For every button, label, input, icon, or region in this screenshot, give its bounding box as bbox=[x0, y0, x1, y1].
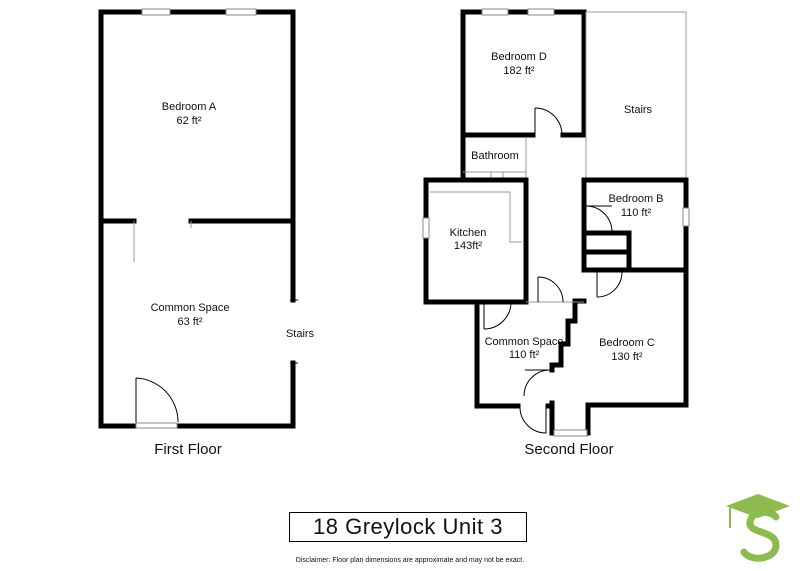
room-area-common-space-second: 110 ft² bbox=[509, 349, 540, 361]
common-space-wall-left bbox=[474, 299, 521, 409]
vanity-icon bbox=[505, 171, 527, 180]
room-area-bedroom-d: 182 ft² bbox=[503, 65, 535, 77]
disclaimer-text: Disclaimer: Floor plan dimensions are ap… bbox=[295, 557, 525, 564]
room-name-stairs-second: Stairs bbox=[624, 104, 653, 116]
room-name-common-space: Common Space bbox=[151, 302, 230, 314]
second-floor-label: Second Floor bbox=[524, 441, 613, 458]
room-area-kitchen: 143ft² bbox=[454, 240, 482, 252]
door-threshold bbox=[135, 422, 178, 429]
window bbox=[481, 8, 509, 16]
kitchen-door-swing bbox=[483, 301, 512, 330]
first-floor-plan: Bedroom A 62 ft² Common Space 63 ft² Sta… bbox=[98, 8, 315, 458]
bedroom-c-walls bbox=[549, 267, 689, 436]
second-floor-plan: Bedroom D 182 ft² Stairs Bathroom Bedroo… bbox=[422, 8, 690, 458]
first-floor-wall-left bbox=[98, 9, 136, 429]
window bbox=[141, 8, 171, 16]
first-floor-wall-bottom bbox=[174, 360, 296, 429]
plan-title: 18 Greylock Unit 3 bbox=[289, 512, 527, 542]
room-name-bathroom: Bathroom bbox=[471, 150, 519, 162]
window bbox=[225, 8, 257, 16]
room-name-bedroom-a: Bedroom A bbox=[162, 101, 217, 113]
room-area-common-space: 63 ft² bbox=[177, 316, 202, 328]
bedroom-c-door-swing bbox=[596, 271, 623, 298]
room-name-bedroom-d: Bedroom D bbox=[491, 51, 547, 63]
first-floor-label: First Floor bbox=[154, 441, 222, 458]
entry-door-swing-second bbox=[519, 407, 547, 434]
kitchen-counter-line bbox=[430, 191, 522, 243]
bedroom-b-walls bbox=[581, 177, 689, 273]
window bbox=[553, 429, 588, 437]
s-letter-icon bbox=[740, 508, 780, 562]
common-space-door-swing bbox=[523, 369, 551, 397]
company-logo bbox=[726, 494, 790, 562]
bedroom-d-walls bbox=[460, 9, 587, 138]
stairs-outline bbox=[586, 11, 687, 180]
bedroom-d-door-swing bbox=[534, 107, 563, 136]
window bbox=[422, 217, 430, 239]
hallway-door-swing bbox=[537, 276, 564, 303]
room-area-bedroom-b: 110 ft² bbox=[621, 207, 652, 219]
room-name-bedroom-b: Bedroom B bbox=[608, 193, 663, 205]
bedroom-b-door-swing bbox=[585, 205, 613, 233]
window bbox=[682, 207, 690, 227]
bedroom-c-wall-jog bbox=[549, 298, 587, 373]
room-name-bedroom-c: Bedroom C bbox=[599, 337, 655, 349]
room-area-bedroom-c: 130 ft² bbox=[611, 351, 643, 363]
room-name-common-space-second: Common Space bbox=[485, 336, 564, 348]
entry-door-swing bbox=[135, 377, 179, 426]
room-name-stairs: Stairs bbox=[286, 328, 315, 340]
room-name-kitchen: Kitchen bbox=[450, 227, 487, 239]
room-area-bedroom-a: 62 ft² bbox=[176, 115, 201, 127]
window bbox=[527, 8, 555, 16]
